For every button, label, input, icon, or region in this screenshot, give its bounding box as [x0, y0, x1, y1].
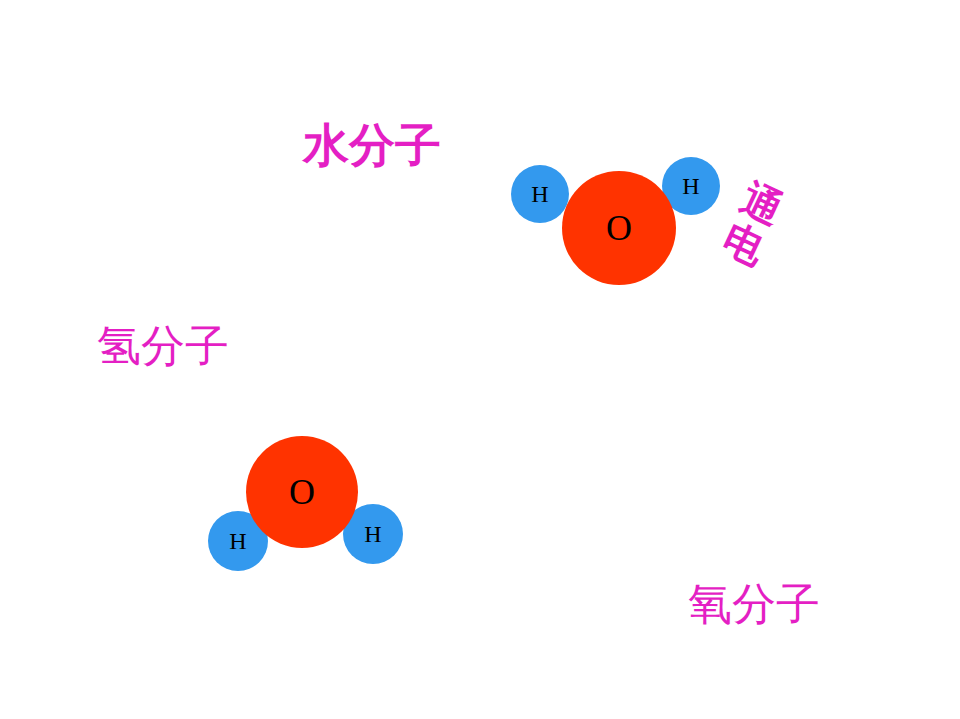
atom-symbol: O	[606, 210, 632, 246]
atom-fill	[246, 436, 358, 548]
atom-fill	[343, 504, 403, 564]
oxygen-atom: O	[246, 436, 358, 548]
atom-symbol: H	[364, 522, 381, 546]
atom-symbol: H	[531, 182, 548, 206]
atom-symbol: O	[289, 474, 315, 510]
oxygen-atom: O	[562, 171, 676, 285]
reaction-condition: 通电	[716, 176, 789, 273]
atom-symbol: H	[682, 174, 699, 198]
atom-symbol: H	[229, 529, 246, 553]
hydrogen-atom: H	[511, 165, 569, 223]
atom-fill	[662, 157, 720, 215]
molecule-label: 氧分子	[688, 580, 820, 628]
molecule-label: 水分子	[303, 120, 441, 171]
atom-fill	[562, 171, 676, 285]
atom-fill	[208, 511, 268, 571]
atom-fill	[511, 165, 569, 223]
molecule-label: 氢分子	[97, 322, 229, 370]
